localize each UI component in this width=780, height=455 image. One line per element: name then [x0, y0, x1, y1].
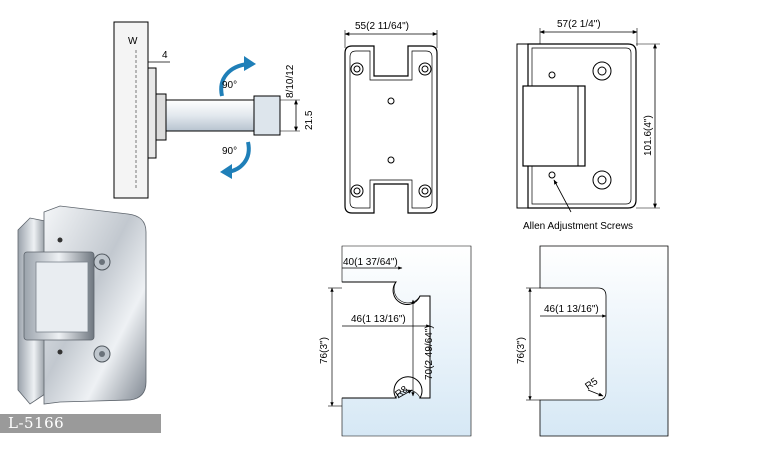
angle-top: 90° — [222, 80, 237, 91]
mount-plate-inner — [531, 47, 632, 205]
right-height-label: 76(3") — [516, 337, 527, 364]
left-radius-leader — [397, 389, 413, 399]
right-radius-leader — [587, 389, 604, 397]
front-view: 55(2 11/64") — [344, 21, 438, 214]
front-plate-inner — [349, 50, 433, 209]
glass-thickness-label: 8/10/12 — [285, 64, 296, 98]
left-top-width-label: 40(1 37/64") — [343, 257, 398, 268]
allen-callout-line — [553, 179, 572, 213]
mount-width-label: 57(2 1/4") — [557, 19, 601, 30]
front-plate-outline — [344, 45, 438, 214]
wall-block — [113, 21, 149, 199]
left-inner-width-label: 46(1 13/16") — [351, 314, 406, 325]
glass-left-cut — [342, 281, 431, 399]
side-view: W 4 8/10/12 21.5 90° 90° — [113, 21, 315, 199]
height-label: 21.5 — [304, 110, 315, 130]
glass-clamp-side — [253, 95, 281, 136]
rotation-arrowhead-down — [220, 164, 232, 179]
left-height-label: 76(3") — [319, 337, 330, 364]
hinge-product-image — [17, 205, 147, 405]
right-radius-label: R5 — [583, 376, 600, 393]
model-number-label: L-5166 — [0, 414, 161, 433]
glass-cutout-right: 46(1 13/16") 76(3") R5 — [516, 245, 669, 437]
front-width-label: 55(2 11/64") — [355, 21, 409, 32]
glass-pane-side — [165, 99, 265, 132]
rotation-arrow-up — [219, 62, 249, 97]
right-inner-width-label: 46(1 13/16") — [544, 304, 599, 315]
allen-callout-label: Allen Adjustment Screws — [523, 221, 633, 232]
front-screw-holes — [350, 62, 432, 198]
glass-right-shape — [539, 245, 669, 437]
hinge-body-side — [155, 93, 167, 141]
glass-cutout-left: 40(1 37/64") 46(1 13/16") 76(3") 70(2 49… — [319, 245, 472, 437]
left-inner-height-label: 70(2 49/64") — [424, 325, 435, 380]
gap-label: 4 — [162, 50, 168, 61]
angle-bottom: 90° — [222, 146, 237, 157]
wall-mount-view: 57(2 1/4") 101.6(4") Allen Adjustment Sc… — [516, 19, 660, 232]
rotation-arrowhead-up — [244, 56, 256, 71]
hinge-plate-side — [147, 67, 157, 159]
mount-hinge-barrel — [522, 85, 586, 167]
wall-mark: W — [128, 36, 138, 47]
mount-height-label: 101.6(4") — [643, 115, 654, 156]
mount-screw-holes — [548, 61, 612, 190]
